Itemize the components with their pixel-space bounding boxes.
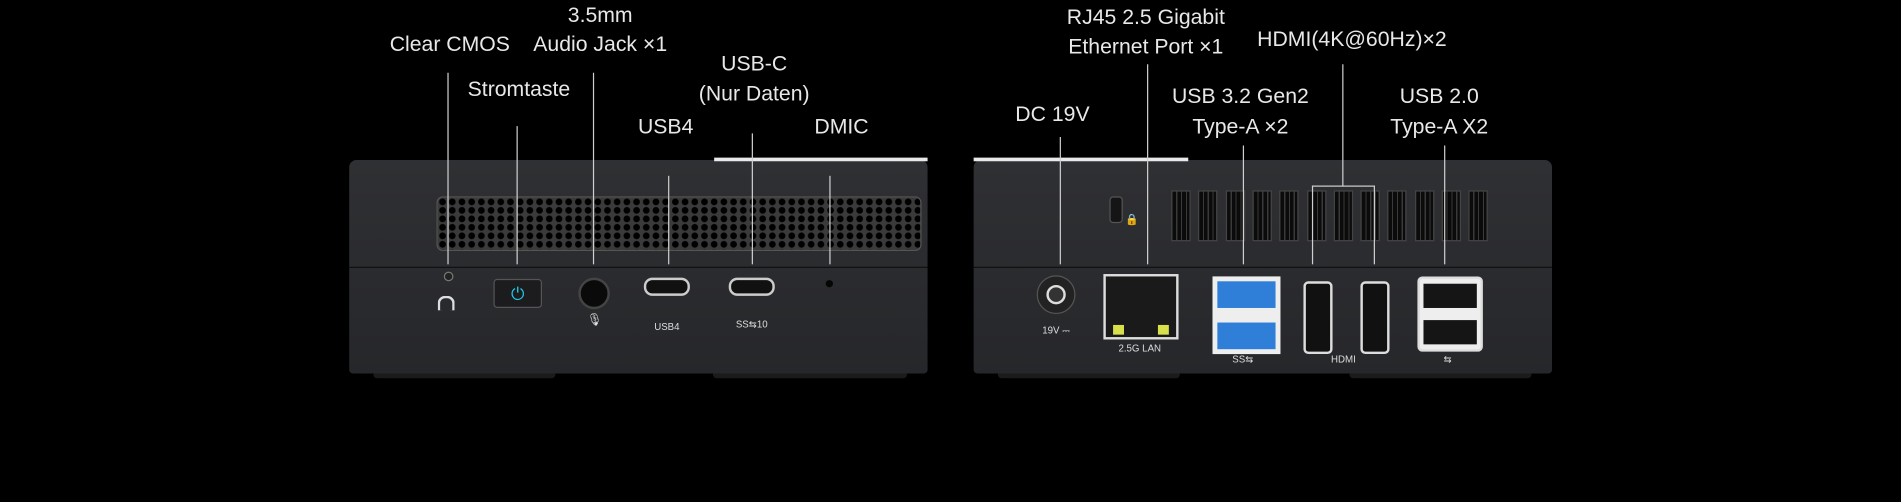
lan-marking: 2.5G LAN <box>1118 343 1162 355</box>
rear-vent-slot <box>1387 190 1407 242</box>
label-usbc-line2: (Nur Daten) <box>698 81 810 106</box>
leader-line <box>592 72 595 265</box>
foot <box>373 373 556 379</box>
usbc-marking: SS⇆10 <box>735 318 768 330</box>
leader-line <box>1342 64 1344 186</box>
dc-jack[interactable] <box>1036 275 1076 315</box>
leader-line <box>1311 185 1375 187</box>
rear-vent-slot <box>1225 190 1245 242</box>
leader-line <box>1059 137 1061 265</box>
kensington-slot <box>1109 196 1123 224</box>
leader-line <box>1242 145 1245 265</box>
usb4-port[interactable] <box>643 277 690 296</box>
power-icon: ⏻ <box>511 283 525 304</box>
usbc-port[interactable] <box>728 277 775 296</box>
label-usb4: USB4 <box>637 113 694 139</box>
label-power-button: Stromtaste <box>467 76 571 101</box>
foot <box>997 373 1180 379</box>
usb3-ports[interactable] <box>1212 276 1281 355</box>
front-panel: ⏻ 🎙 USB4 SS⇆10 <box>349 157 928 379</box>
label-audio-line2: Audio Jack ×1 <box>533 31 668 56</box>
label-dc: DC 19V <box>1015 101 1090 127</box>
leader-line <box>829 175 831 265</box>
usb2-ports[interactable] <box>1417 276 1483 352</box>
label-usb2-line2: Type-A X2 <box>1390 113 1489 139</box>
usb3-marking: SS⇆ <box>1232 354 1254 365</box>
rj45-port[interactable] <box>1103 274 1179 340</box>
leader-line <box>1147 64 1149 265</box>
foot <box>712 373 907 379</box>
rear-vent-slot <box>1252 190 1272 242</box>
label-rj45-line1: RJ45 2.5 Gigabit <box>1066 4 1225 30</box>
hdmi-port-2[interactable] <box>1360 281 1390 355</box>
rear-vent-slot <box>1171 190 1191 242</box>
rear-vent-slot <box>1441 190 1462 242</box>
rear-vent-slot <box>1198 190 1218 242</box>
dc-marking: 19V ⎓ <box>1042 324 1070 336</box>
power-button[interactable]: ⏻ <box>493 278 542 308</box>
panel-seam <box>973 266 1552 268</box>
leader-line <box>668 175 670 265</box>
label-audio-line1: 3.5mm <box>567 2 633 27</box>
dmic-hole <box>825 280 833 288</box>
label-usbc-line1: USB-C <box>721 50 788 76</box>
rear-vent-slot <box>1279 190 1299 242</box>
leader-line <box>751 133 753 265</box>
label-rj45-line2: Ethernet Port ×1 <box>1068 33 1224 59</box>
label-dmic: DMIC <box>814 113 869 139</box>
label-usb2-line1: USB 2.0 <box>1399 83 1479 108</box>
lock-icon: 🔒 <box>1125 213 1139 226</box>
leader-line <box>1444 145 1446 265</box>
usb4-marking: USB4 <box>654 321 680 333</box>
hdmi-port-1[interactable] <box>1303 281 1333 355</box>
label-hdmi: HDMI(4K@60Hz)×2 <box>1257 26 1447 51</box>
rear-vent-slot <box>1333 190 1353 242</box>
back-panel: 🔒 19V ⎓ 2.5G LAN SS⇆ HDMI ⇆ <box>973 157 1552 379</box>
foot <box>1349 373 1532 379</box>
headset-mic-icon: 🎙 <box>586 314 603 328</box>
hdmi-marking: HDMI <box>1331 354 1356 365</box>
rear-vent-slot <box>1360 190 1380 242</box>
leader-line <box>447 72 449 265</box>
label-usb3-line1: USB 3.2 Gen2 <box>1171 83 1309 108</box>
top-highlight <box>973 157 1189 162</box>
label-usb3-line2: Type-A ×2 <box>1192 113 1289 139</box>
leader-line <box>516 126 518 265</box>
rear-vent-slot <box>1414 190 1435 242</box>
cmos-icon <box>437 295 455 311</box>
rear-vent-slot <box>1306 190 1326 242</box>
audio-jack[interactable] <box>578 277 610 310</box>
label-clear-cmos: Clear CMOS <box>389 31 510 56</box>
leader-line <box>1311 185 1314 265</box>
leader-line <box>1373 185 1375 265</box>
panel-seam <box>349 266 928 268</box>
usb2-marking: ⇆ <box>1443 354 1452 365</box>
front-vent <box>436 196 922 251</box>
rear-vent-slot <box>1468 190 1489 242</box>
top-highlight <box>714 157 928 162</box>
clear-cmos-hole[interactable] <box>443 271 454 282</box>
